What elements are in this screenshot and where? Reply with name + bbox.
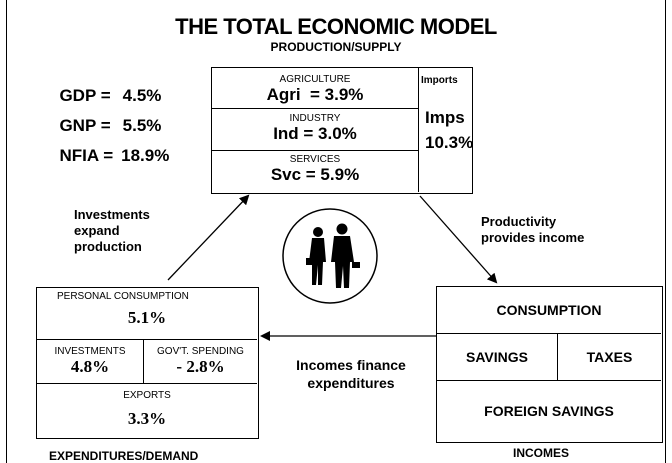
exports-cell: EXPORTS 3.3% (37, 384, 257, 437)
slide-frame (6, 0, 666, 463)
gdp-label: GDP = (59, 86, 111, 105)
imports-cell: Imports (419, 68, 471, 192)
imports-value: 10.3% (425, 133, 474, 152)
incomes-caption: INCOMES (513, 446, 570, 460)
industry-header: INDUSTRY (289, 113, 341, 124)
expenditures-box: PERSONAL CONSUMPTION 5.1% INVESTMENTS 4.… (36, 287, 259, 439)
govt-spending-cell: GOV'T. SPENDING - 2.8% (144, 340, 257, 384)
industry-value: Ind = 3.0% (273, 124, 357, 143)
govt-spending-value: - 2.8% (176, 357, 225, 376)
consumption-cell: CONSUMPTION (437, 287, 661, 334)
savings-cell: SAVINGS (437, 334, 558, 381)
investments-cell: INVESTMENTS 4.8% (37, 340, 144, 384)
arrow-label-line: Incomes finance (296, 357, 406, 373)
services-cell: SERVICES Svc = 5.9% (212, 151, 419, 192)
govt-spending-header: GOV'T. SPENDING (157, 346, 244, 357)
arrow-label-line: Productivity (481, 214, 557, 229)
incomes-box: CONSUMPTION SAVINGS TAXES FOREIGN SAVING… (436, 286, 663, 443)
investments-expand-label: Investments expand production (74, 207, 150, 255)
arrow-label-line: expenditures (307, 375, 395, 391)
gnp-label: GNP = (59, 116, 111, 135)
arrow-label-line: expand (74, 223, 120, 238)
personal-consumption-header: PERSONAL CONSUMPTION (57, 291, 189, 302)
investments-arrow (167, 194, 250, 281)
productivity-label: Productivity provides income (481, 214, 584, 246)
imports-header: Imports (421, 75, 458, 86)
exports-value: 3.3% (127, 409, 167, 428)
business-people-icon (282, 208, 378, 304)
agriculture-value: Agri = 3.9% (266, 85, 364, 104)
nfia-value: 18.9% (121, 146, 170, 165)
agriculture-header: AGRICULTURE (279, 74, 351, 85)
services-header: SERVICES (289, 154, 341, 165)
investments-header: INVESTMENTS (54, 346, 126, 357)
investments-value: 4.8% (70, 357, 110, 376)
productivity-arrow (419, 195, 498, 284)
personal-consumption-cell: PERSONAL CONSUMPTION 5.1% (37, 288, 257, 340)
arrow-label-line: production (74, 239, 142, 254)
diagram-title: THE TOTAL ECONOMIC MODEL (175, 14, 497, 39)
arrow-label-line: provides income (481, 230, 585, 245)
gnp-value: 5.5% (122, 116, 162, 135)
exports-header: EXPORTS (123, 390, 171, 401)
personal-consumption-value: 5.1% (127, 308, 167, 327)
agriculture-cell: AGRICULTURE Agri = 3.9% (212, 68, 419, 109)
imports-label: Imps (425, 108, 465, 127)
gdp-value: 4.5% (122, 86, 162, 105)
foreign-savings-cell: FOREIGN SAVINGS (484, 403, 614, 419)
incomes-finance-label: Incomes finance expenditures (287, 356, 415, 392)
taxes-cell: TAXES (558, 334, 661, 381)
production-box: AGRICULTURE Agri = 3.9% INDUSTRY Ind = 3… (211, 67, 473, 194)
gdp-stat: GDP = 4.5% (50, 66, 161, 106)
arrow-label-line: Investments (74, 207, 150, 222)
industry-cell: INDUSTRY Ind = 3.0% (212, 109, 419, 151)
services-value: Svc = 5.9% (270, 165, 360, 184)
expenditures-demand-caption: EXPENDITURES/DEMAND (49, 449, 199, 463)
production-supply-label: PRODUCTION/SUPPLY (270, 40, 402, 54)
nfia-stat: NFIA = 18.9% (50, 126, 169, 166)
nfia-label: NFIA = (59, 146, 114, 165)
gnp-stat: GNP = 5.5% (50, 96, 161, 136)
